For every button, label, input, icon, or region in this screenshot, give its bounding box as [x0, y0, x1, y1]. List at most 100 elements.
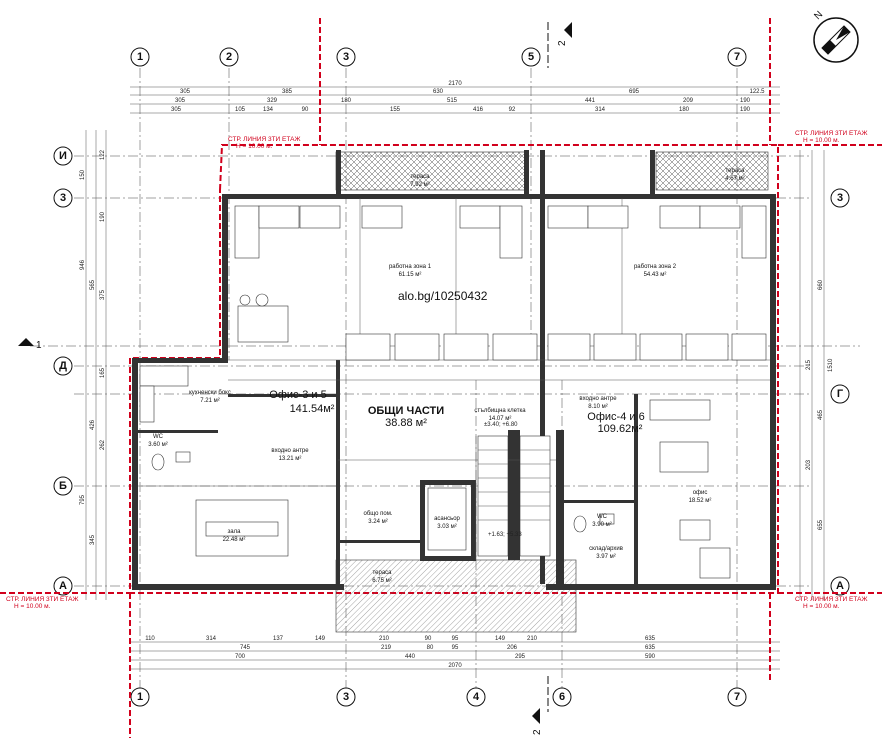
grid-label: 2 [226, 51, 232, 63]
grid-label: 6 [559, 691, 565, 703]
dimension-text: 149 [495, 636, 506, 642]
dimension-text: 745 [240, 645, 251, 651]
dimension-text: 426 [90, 419, 96, 430]
room-name: входно антре [579, 396, 617, 402]
section-label: 1 [36, 340, 42, 351]
dimension-text: 209 [683, 98, 694, 104]
desks-zone-2 [547, 205, 767, 361]
grid-label: 7 [734, 51, 740, 63]
elevator-shaft [427, 487, 467, 551]
dimension-text: 305 [171, 107, 182, 113]
dimension-text: 122.5 [749, 89, 765, 95]
unit-name: Офис-4 и 6 [587, 411, 644, 423]
grid-label: 5 [528, 51, 534, 63]
room-name: асансьор [434, 516, 460, 522]
room-name: WC [153, 434, 164, 440]
dimension-text: 80 [427, 645, 434, 651]
building-line-height: H = 10.00 м. [14, 603, 51, 610]
dimension-text: 180 [341, 98, 352, 104]
room-name: тераса [372, 570, 392, 576]
wc-fixtures [151, 451, 615, 533]
dimension-text: 375 [100, 289, 106, 300]
dimension-text: 345 [90, 534, 96, 545]
dimension-text: 1510 [828, 358, 834, 372]
building-line-height: H = 10.00 м. [803, 603, 840, 610]
dimension-text: 314 [595, 107, 606, 113]
dimension-text: 465 [818, 409, 824, 420]
dimension-text: 110 [145, 636, 155, 642]
room-area: 61.15 м² [399, 272, 422, 278]
room-area: 22.48 м² [223, 537, 246, 543]
dimension-text: 180 [679, 107, 690, 113]
room-area: 3.90 м² [592, 522, 611, 528]
dimension-text: 385 [282, 89, 293, 95]
svg-text:N: N [812, 9, 825, 22]
section-mark-2-bottom: 2 [532, 676, 549, 735]
dimension-text: 149 [315, 636, 326, 642]
room-name: стълбищна клетка [474, 408, 526, 414]
office-furniture [649, 399, 731, 579]
room-name: склад/архив [589, 546, 623, 552]
room-name: работна зона 2 [634, 264, 677, 270]
grid-label: 3 [837, 192, 843, 204]
room-name: офис [693, 490, 708, 496]
dimension-text: 946 [80, 259, 86, 270]
dimension-text: 660 [818, 279, 824, 290]
building-line-label: СТР. ЛИНИЯ 3ТИ ЕТАЖ [6, 596, 78, 603]
walls [132, 150, 776, 590]
level-marks: ±3.40; +6.80 +1.63; +5.33 [484, 422, 522, 538]
room-name: кухненски бокс [189, 390, 231, 396]
dimension-text: 700 [235, 654, 246, 660]
grid-label: 3 [343, 691, 349, 703]
grid-label: Д [59, 360, 67, 372]
left-dimensions: 150 122 190 565 375 946 165 426 262 795 … [80, 130, 107, 600]
terrace-2 [655, 151, 769, 191]
grid-label: 7 [734, 691, 740, 703]
watermark: alo.bg/10250432 [398, 289, 488, 303]
dimension-text: 134 [263, 107, 274, 113]
dimension-text: 215 [806, 359, 812, 370]
right-dimensions: 660 1510 465 655 203 215 [799, 150, 834, 600]
grid-markers-top: 1 2 3 5 7 [130, 47, 747, 67]
unit-area: 141.54м² [290, 403, 335, 415]
building-line-label: СТР. ЛИНИЯ 3ТИ ЕТАЖ [795, 596, 867, 603]
dimension-text: 137 [273, 636, 284, 642]
dimension-text: 655 [818, 519, 824, 530]
building-line-labels: СТР. ЛИНИЯ 3ТИ ЕТАЖ H = 10.00 м. СТР. ЛИ… [6, 130, 867, 610]
room-area: 3.24 м² [368, 519, 387, 525]
room-name: тераса [725, 168, 745, 174]
level-mark: +1.63; +5.33 [488, 532, 522, 538]
dimension-text: 219 [381, 645, 392, 651]
grid-label: Г [837, 388, 844, 400]
room-name: WC [597, 514, 608, 520]
dimension-text: 90 [302, 107, 309, 113]
grid-label: 1 [137, 51, 143, 63]
unit-name: ОБЩИ ЧАСТИ [368, 405, 444, 417]
dimension-text: 165 [100, 367, 106, 378]
dimension-text: 329 [267, 98, 278, 104]
room-area: 8.10 м² [588, 404, 607, 410]
dimension-text: 90 [425, 636, 432, 642]
room-area: 3.03 м² [437, 524, 456, 530]
building-line-label: СТР. ЛИНИЯ 3ТИ ЕТАЖ [228, 136, 300, 143]
dimension-text: 95 [452, 645, 459, 651]
dimension-text: 262 [100, 439, 106, 450]
dimension-text: 150 [80, 169, 86, 180]
dimension-text: 190 [100, 211, 106, 222]
room-area: 7.92 м² [410, 182, 429, 188]
stairs [477, 435, 551, 557]
dimension-text: 305 [175, 98, 186, 104]
room-name: зала [228, 529, 242, 535]
room-name: тераса [410, 174, 430, 180]
desks-zone-1 [234, 205, 538, 361]
dimension-text: 95 [452, 636, 459, 642]
room-area: 4.67 м² [725, 176, 744, 182]
grid-label: А [59, 580, 67, 592]
top-dimensions: 2170 305 385 630 695 122.5 305 329 180 5… [130, 81, 780, 114]
section-label: 2 [532, 729, 543, 735]
room-name: работна зона 1 [389, 264, 432, 270]
room-area: 3.60 м² [148, 442, 167, 448]
building-line-height: H = 10.00 м. [803, 137, 840, 144]
dimension-text: 515 [447, 98, 458, 104]
